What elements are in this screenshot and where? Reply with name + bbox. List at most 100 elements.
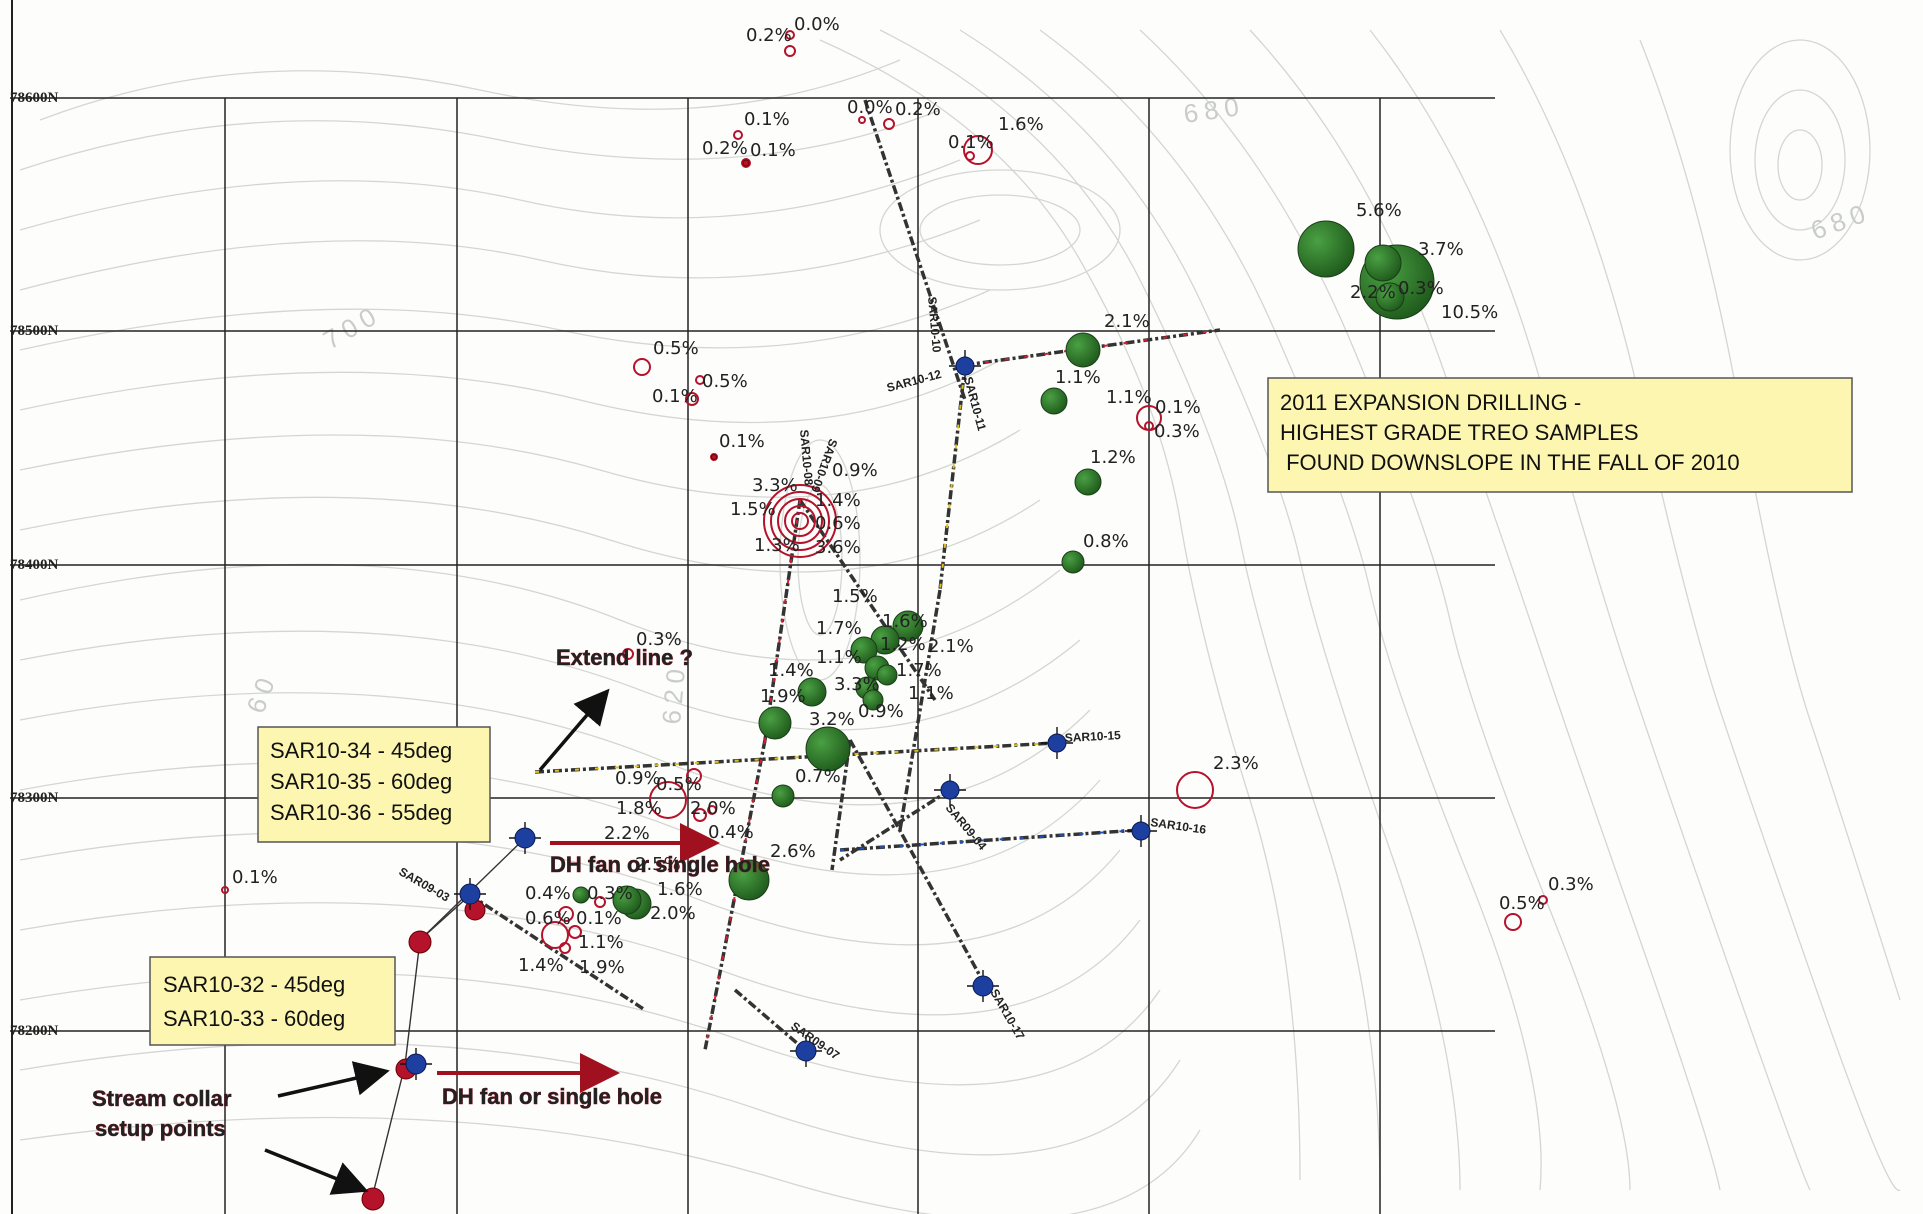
sample-label: 0.9% xyxy=(832,460,878,481)
sample-label: 0.2% xyxy=(746,25,792,46)
contour-label: 700 xyxy=(318,299,386,356)
sample-label: 1.9% xyxy=(760,686,806,707)
callout-line: SAR10-33 - 60deg xyxy=(163,1006,345,1031)
drill-trace xyxy=(733,988,807,1052)
sample-label: 1.9% xyxy=(579,957,625,978)
sample-label: 1.6% xyxy=(998,114,1044,135)
sample-label: 3.2% xyxy=(809,709,855,730)
sample-label: 0.2% xyxy=(702,138,748,159)
sample-label: 0.3% xyxy=(1398,278,1444,299)
callout-line: HIGHEST GRADE TREO SAMPLES xyxy=(1280,420,1639,445)
sample-label: 0.4% xyxy=(708,822,754,843)
sample-label: 0.1% xyxy=(744,109,790,130)
callout-line: SAR10-32 - 45deg xyxy=(163,972,345,997)
drill-trace xyxy=(863,99,967,401)
contour-label: 680 xyxy=(1182,91,1247,129)
sample-label: 1.1% xyxy=(908,683,954,704)
callout-line: FOUND DOWNSLOPE IN THE FALL OF 2010 xyxy=(1280,450,1740,475)
red-samples xyxy=(221,30,1548,954)
sample-label: 1.2% xyxy=(1090,447,1136,468)
drill-trace xyxy=(839,788,951,862)
sample-label: 0.1% xyxy=(750,140,796,161)
callout-sar10-34: SAR10-34 - 45deg SAR10-35 - 60deg SAR10-… xyxy=(257,726,491,843)
contour-label: 60 xyxy=(240,668,282,717)
drill-trace xyxy=(848,739,987,986)
sample-label: 0.9% xyxy=(858,701,904,722)
sample-label: 0.1% xyxy=(719,431,765,452)
drill-trace xyxy=(469,893,646,1012)
hole-label: SAR10-15 xyxy=(1064,728,1121,745)
sample-label: 2.1% xyxy=(1104,311,1150,332)
extend-line-text: Extend line ? xyxy=(556,645,693,670)
contour-label: 620 xyxy=(656,662,691,726)
red-filled-collars xyxy=(361,159,750,1211)
drill-trace xyxy=(938,364,967,591)
hole-label: SAR10-16 xyxy=(1150,815,1208,837)
sample-label: 0.2% xyxy=(895,99,941,120)
sample-label: 3.6% xyxy=(815,537,861,558)
callout-line: 2011 EXPANSION DRILLING - xyxy=(1280,390,1581,415)
sample-label: 2.2% xyxy=(1350,282,1396,303)
sample-label: 1.7% xyxy=(896,660,942,681)
sample-label: 0.1% xyxy=(948,132,994,153)
topographic-contours xyxy=(19,29,1901,1214)
sample-label: 1.1% xyxy=(1055,367,1101,388)
drill-trace xyxy=(839,828,1141,852)
extend-line-arrow xyxy=(538,688,610,772)
callout-expansion: 2011 EXPANSION DRILLING - HIGHEST GRADE … xyxy=(1267,377,1853,493)
sample-label: 1.4% xyxy=(815,490,861,511)
sample-label: 0.1% xyxy=(652,386,698,407)
northing-label: 78500N xyxy=(10,323,59,339)
hole-label: SAR10-17 xyxy=(987,987,1027,1043)
sample-label: 0.7% xyxy=(795,766,841,787)
sample-label: 1.4% xyxy=(518,955,564,976)
sample-label: 1.6% xyxy=(882,611,928,632)
sample-label: 0.3% xyxy=(636,629,682,650)
hole-label: SAR10-08 xyxy=(797,429,816,486)
northing-label: 78400N xyxy=(10,557,59,573)
hole-label: SAR09-04 xyxy=(943,801,990,853)
sample-label: 0.6% xyxy=(815,513,861,534)
sample-label: 0.3% xyxy=(587,883,633,904)
sample-label: 2.0% xyxy=(650,903,696,924)
sample-label: 2.6% xyxy=(770,841,816,862)
annotation-arrows xyxy=(264,688,720,1195)
sample-label: 1.3% xyxy=(754,535,800,556)
sample-label: 3.7% xyxy=(1418,239,1464,260)
sample-label: 0.1% xyxy=(232,867,278,888)
sample-label: 0.9% xyxy=(615,768,661,789)
sample-label: 2.2% xyxy=(604,823,650,844)
sample-label: 2.5% xyxy=(635,854,681,875)
sample-label: 1.1% xyxy=(816,647,862,668)
sample-label: 3.3% xyxy=(834,674,880,695)
callout-line: SAR10-34 - 45deg xyxy=(270,738,452,763)
sample-label: 0.4% xyxy=(525,883,571,904)
hole-label: SAR09-03 xyxy=(397,864,453,904)
stream-collar-text: Stream collar xyxy=(92,1086,232,1111)
green-samples xyxy=(572,220,1435,920)
sample-label: 0.5% xyxy=(653,338,699,359)
drill-trace xyxy=(830,739,852,871)
northing-labels: 78600N 78500N 78400N 78300N 78200N xyxy=(10,90,59,1039)
sample-label: 0.1% xyxy=(1155,397,1201,418)
stream-collar-text: setup points xyxy=(95,1116,226,1141)
sample-label: 3.3% xyxy=(752,475,798,496)
northing-label: 78300N xyxy=(10,790,59,806)
drill-trace xyxy=(898,589,942,831)
drill-trace xyxy=(703,739,767,1051)
sample-label: 10.5% xyxy=(1441,302,1498,323)
callout-sar10-32: SAR10-32 - 45deg SAR10-33 - 60deg xyxy=(149,956,396,1046)
sample-label: 0.5% xyxy=(702,371,748,392)
sample-label: 2.3% xyxy=(1213,753,1259,774)
blue-collars xyxy=(400,350,1157,1080)
callout-line: SAR10-35 - 60deg xyxy=(270,769,452,794)
sample-label: 0.3% xyxy=(1154,421,1200,442)
dh-fan-text-lower: DH fan or single hole xyxy=(442,1084,662,1109)
hole-label: SAR10-10 xyxy=(925,296,944,353)
sample-label: 0.1% xyxy=(576,908,622,929)
hole-label: SAR10-11 xyxy=(961,375,989,432)
sample-label: 0.5% xyxy=(656,774,702,795)
sample-label: 0.8% xyxy=(1083,531,1129,552)
